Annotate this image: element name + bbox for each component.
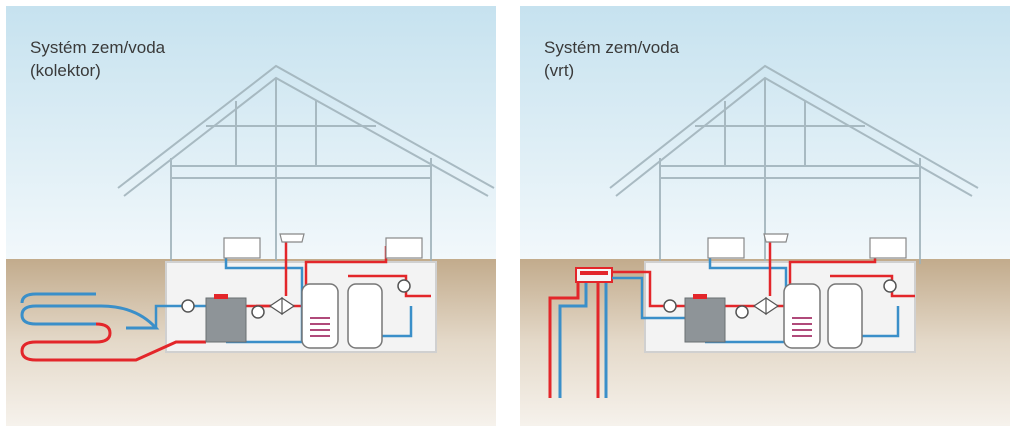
heat-pump-unit [684, 297, 726, 343]
panel-caption: Systém zem/voda (kolektor) [30, 36, 165, 82]
borehole-system-panel: Systém zem/voda (vrt) [520, 6, 1010, 426]
three-way-valve [268, 296, 296, 316]
tank-heat-exchanger [792, 317, 812, 337]
heat-pump-label [693, 294, 707, 299]
buffer-tank [347, 283, 383, 349]
borehole-probes [548, 278, 608, 398]
circulation-pump-2 [735, 305, 749, 319]
buffer-tank [827, 283, 863, 349]
hot-water-tank [301, 283, 339, 349]
radiator-right [385, 237, 423, 259]
circulation-pump-3 [397, 279, 411, 293]
radiator-right [869, 237, 907, 259]
house-outline [609, 64, 979, 264]
hot-water-tank [783, 283, 821, 349]
circulation-pump-3 [883, 279, 897, 293]
sky [6, 6, 496, 261]
panel-title: Systém zem/voda [30, 38, 166, 57]
three-way-valve [752, 296, 780, 316]
manifold-stripe [580, 271, 608, 275]
circulation-pump-1 [663, 299, 677, 313]
radiator-left [707, 237, 745, 259]
circulation-pump-1 [181, 299, 195, 313]
panel-title: Systém zem/voda [544, 38, 680, 57]
heat-pump-label [214, 294, 228, 299]
panel-subtitle: (vrt) [544, 61, 575, 80]
tank-heat-exchanger [310, 317, 330, 337]
sink [279, 233, 305, 243]
circulation-pump-2 [251, 305, 265, 319]
ground-collector-coil [20, 292, 206, 362]
collector-system-panel: Systém zem/voda (kolektor) [6, 6, 496, 426]
radiator-left [223, 237, 261, 259]
sink [763, 233, 789, 243]
borehole-system-diagram [520, 6, 1010, 426]
panel-subtitle: (kolektor) [30, 61, 101, 80]
house-outline [117, 64, 495, 264]
panel-caption: Systém zem/voda (vrt) [544, 36, 679, 82]
collector-system-diagram [6, 6, 496, 426]
heat-pump-unit [205, 297, 247, 343]
